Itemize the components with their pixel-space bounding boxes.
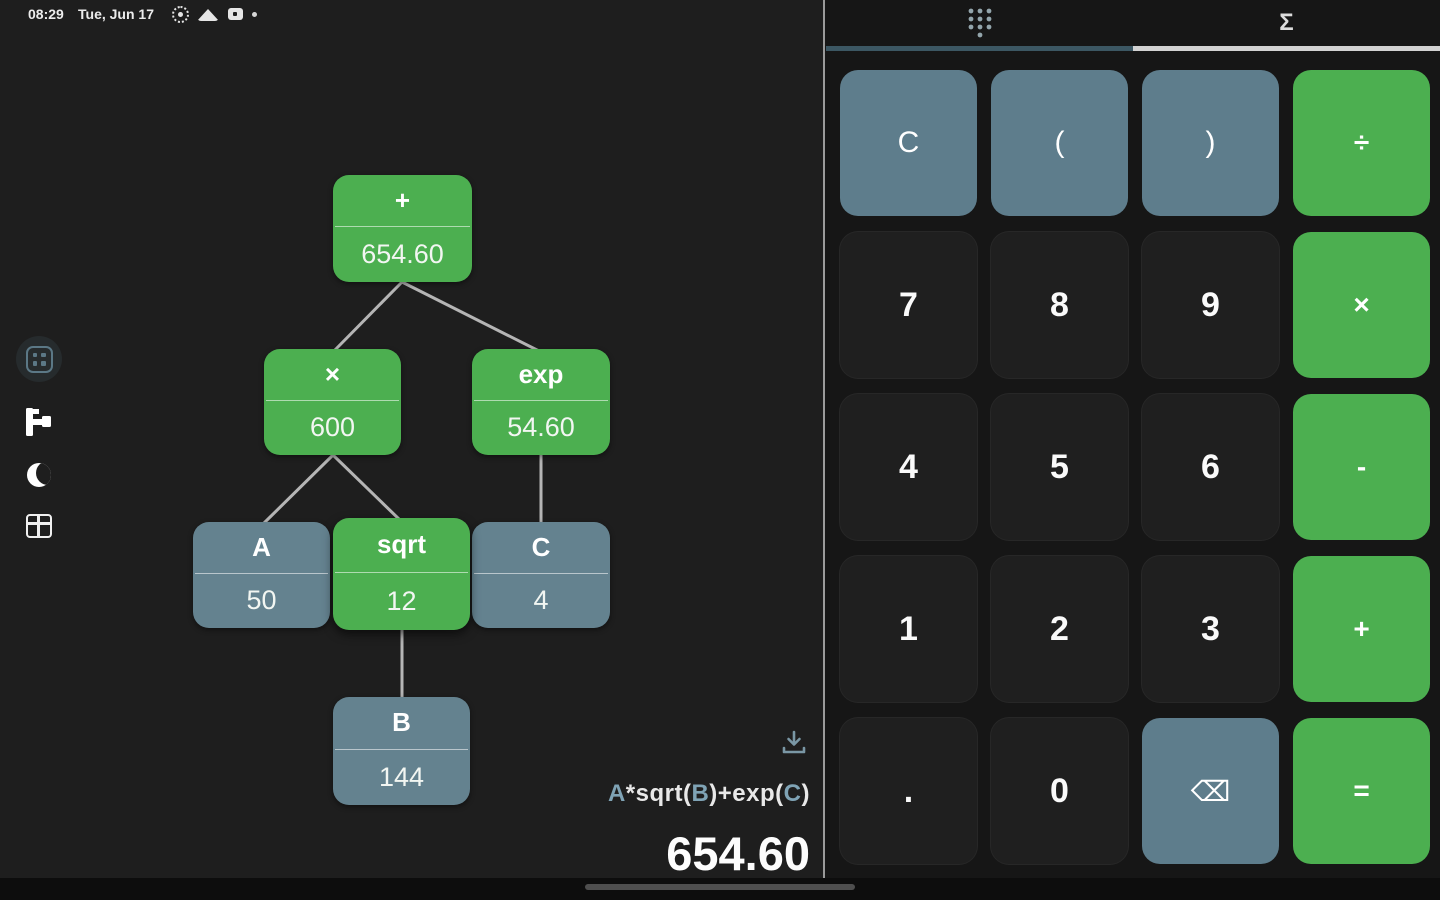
notification-dot-icon [252, 12, 257, 17]
key-backspace[interactable]: ⌫ [1142, 718, 1279, 864]
sidebar-item-dark-mode[interactable] [16, 452, 62, 498]
key-7[interactable]: 7 [840, 232, 977, 378]
key-minus[interactable]: - [1293, 394, 1430, 540]
status-time: 08:29 [28, 6, 64, 22]
key-open-paren[interactable]: ( [991, 70, 1128, 216]
keypad-grid: C ( ) ÷ 7 8 9 × 4 5 6 - 1 2 3 + . 0 ⌫ = [840, 70, 1430, 864]
node-value: 54.60 [507, 412, 575, 443]
tree-panel: 08:29 Tue, Jun 17 [16, 6, 810, 880]
node-value: 654.60 [361, 239, 444, 270]
expression-var-b: B [691, 780, 710, 807]
tree-view-icon [26, 408, 51, 436]
node-divider [474, 399, 608, 401]
node-label: × [324, 358, 341, 389]
expression-readout: A*sqrt(B)+exp(C) [608, 780, 810, 808]
node-divider [335, 226, 470, 228]
node-divider [195, 572, 328, 574]
sidebar-item-table-view[interactable] [16, 503, 62, 549]
node-divider [335, 571, 468, 573]
download-icon [782, 730, 806, 754]
node-label: sqrt [376, 529, 427, 560]
cloud-icon [197, 9, 219, 21]
dark-mode-moon-icon [27, 463, 51, 487]
table-view-icon [26, 514, 52, 538]
export-button[interactable] [779, 728, 809, 758]
expression-op: *sqrt( [625, 780, 692, 807]
node-value: 600 [309, 412, 356, 443]
screen-record-icon [172, 6, 189, 23]
key-clear[interactable]: C [840, 70, 977, 216]
tree-node-var-a[interactable]: A 50 [193, 522, 330, 628]
sim-icon [228, 8, 243, 20]
sidebar-item-keypad-view[interactable] [16, 336, 62, 382]
key-6[interactable]: 6 [1142, 394, 1279, 540]
key-8[interactable]: 8 [991, 232, 1128, 378]
node-divider [335, 748, 468, 750]
key-equals[interactable]: = [1293, 718, 1430, 864]
key-plus[interactable]: + [1293, 556, 1430, 702]
dialpad-icon [968, 8, 991, 38]
node-divider [266, 399, 399, 401]
tree-node-var-b[interactable]: B 144 [333, 697, 470, 805]
expression-op: )+exp( [709, 780, 784, 807]
tree-edges [260, 280, 543, 700]
key-5[interactable]: 5 [991, 394, 1128, 540]
key-close-paren[interactable]: ) [1142, 70, 1279, 216]
node-value: 50 [246, 585, 277, 616]
node-value: 12 [386, 585, 417, 616]
tree-node-var-c[interactable]: C 4 [472, 522, 610, 628]
expression-var-c: C [783, 780, 802, 807]
key-multiply[interactable]: × [1293, 232, 1430, 378]
expression-op: ) [801, 780, 810, 807]
tree-node-exp[interactable]: exp 54.60 [472, 349, 610, 455]
node-label: + [394, 185, 411, 216]
node-divider [474, 572, 608, 574]
node-label: B [392, 707, 411, 738]
key-0[interactable]: 0 [991, 718, 1128, 864]
tree-node-multiply[interactable]: × 600 [264, 349, 401, 455]
expression-var-a: A [607, 780, 626, 807]
tree-node-plus[interactable]: + 654.60 [333, 175, 472, 282]
key-4[interactable]: 4 [840, 394, 977, 540]
sigma-icon: Σ [1279, 9, 1294, 36]
grid-keypad-icon [25, 345, 53, 373]
key-decimal[interactable]: . [840, 718, 977, 864]
key-9[interactable]: 9 [1142, 232, 1279, 378]
node-label: C [531, 531, 551, 562]
status-date: Tue, Jun 17 [78, 6, 154, 22]
node-label: A [252, 531, 271, 562]
node-value: 144 [378, 761, 425, 792]
tab-keypad[interactable] [826, 0, 1133, 46]
key-divide[interactable]: ÷ [1293, 70, 1430, 216]
node-label: exp [518, 358, 564, 389]
key-1[interactable]: 1 [840, 556, 977, 702]
node-value: 4 [533, 585, 549, 616]
sidebar-item-tree-view[interactable] [16, 399, 62, 445]
panel-divider [823, 0, 825, 878]
tab-indicator-keypad [826, 46, 1133, 51]
tab-functions[interactable]: Σ [1133, 0, 1440, 46]
key-3[interactable]: 3 [1142, 556, 1279, 702]
backspace-icon: ⌫ [1190, 775, 1231, 807]
tree-node-sqrt[interactable]: sqrt 12 [333, 518, 470, 630]
tab-indicator-functions [1133, 46, 1440, 51]
result-readout: 654.60 [666, 827, 810, 880]
key-2[interactable]: 2 [991, 556, 1128, 702]
gesture-nav-pill[interactable] [585, 884, 855, 890]
